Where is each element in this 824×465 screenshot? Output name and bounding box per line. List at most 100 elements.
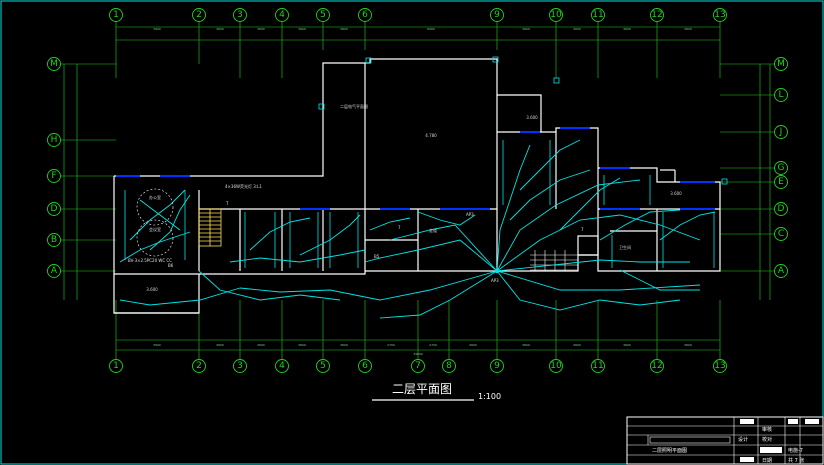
grid-right-M-circle (774, 57, 788, 71)
grid-bottom-4-label: 4 (279, 361, 285, 371)
grid-left-A-circle (47, 264, 61, 278)
grid-bottom-12-label: 12 (651, 361, 662, 371)
title-block (626, 416, 824, 465)
drawing-title: 二层平面图 (392, 382, 452, 396)
grid-bottom-6-circle (358, 359, 372, 373)
svg-text:3600: 3600 (573, 27, 581, 31)
svg-text:3900: 3900 (153, 343, 161, 347)
svg-text:3900: 3900 (153, 27, 161, 31)
grid-bottom-2-label: 2 (196, 361, 202, 371)
grid-bottom-8-label: 8 (446, 361, 452, 371)
label-stair-note: T (225, 201, 229, 206)
grid-left-A-label: A (51, 266, 58, 276)
grid-right-D-circle (774, 202, 788, 216)
grid-right-C-label: C (778, 229, 784, 239)
grid-top-12-circle (650, 8, 664, 22)
svg-text:34800: 34800 (413, 352, 423, 356)
grid-left-B-circle (47, 233, 61, 247)
grid-right-J-circle (774, 125, 788, 139)
svg-text:2700: 2700 (429, 343, 437, 347)
svg-text:3600: 3600 (623, 343, 631, 347)
zone-circles (136, 188, 174, 257)
grid-bottom-10-circle (549, 359, 563, 373)
grid-bottom-6-label: 6 (362, 361, 368, 371)
svg-text:6900: 6900 (427, 27, 435, 31)
drawing-scale: 1:100 (478, 392, 501, 401)
grid-right-A-label: A (778, 266, 785, 276)
grid-top-13-label: 13 (714, 10, 725, 20)
grid-top-9-circle (490, 8, 504, 22)
grid-bottom-11-label: 11 (592, 361, 603, 371)
grid-top-4-circle (275, 8, 289, 22)
grid-right-L-circle (774, 88, 788, 102)
grid-top-5-circle (316, 8, 330, 22)
grid-bottom-2-circle (192, 359, 206, 373)
grid-right-G-label: G (778, 163, 785, 173)
grid-top-6-label: 6 (362, 10, 368, 20)
tb-drawing-name: 二层照明平面图 (652, 448, 687, 454)
svg-text:3600: 3600 (469, 343, 477, 347)
svg-text:3600: 3600 (573, 343, 581, 347)
grid-bottom-4-circle (275, 359, 289, 373)
label-tl-room2: 会议室 (149, 226, 161, 232)
tb-sheet: 共 7 张 (788, 457, 804, 464)
grid-bottom-3-label: 3 (237, 361, 243, 371)
grid-top-2-label: 2 (196, 10, 202, 20)
grid-top-9-label: 9 (494, 10, 500, 20)
grid-bottom-13-circle (713, 359, 727, 373)
label-b6: B6 (168, 263, 174, 268)
label-ap-bottom: AP3 (491, 278, 499, 283)
grid-bottom-7-label: 7 (415, 361, 421, 371)
grid-right-A-circle (774, 264, 788, 278)
grid-row-ticks (60, 63, 775, 272)
svg-text:3600: 3600 (216, 343, 224, 347)
grid-left-D-circle (47, 202, 61, 216)
grid-left-H-circle (47, 133, 61, 147)
grid-bottom-11-circle (591, 359, 605, 373)
grid-top-6-circle (358, 8, 372, 22)
grid-top-1-label: 1 (113, 10, 119, 20)
grid-right-G-circle (774, 161, 788, 175)
grid-top-10-circle (549, 8, 563, 22)
grid-top-11-label: 11 (592, 10, 603, 20)
stair-right (530, 250, 578, 271)
label-bottom-note: BV-3×2.5PC20 WC CC (128, 258, 172, 263)
label-room-upper: 二层电气平面图 (340, 103, 368, 109)
svg-text:3600: 3600 (623, 27, 631, 31)
label-ap3: AP3 (466, 212, 474, 217)
label-right-7: 7 (581, 227, 584, 232)
label-top-room: 3.600 (526, 115, 538, 120)
svg-text:3600: 3600 (522, 343, 530, 347)
svg-text:3600: 3600 (684, 27, 692, 31)
grid-bottom-1-circle (109, 359, 123, 373)
grid-right-D-label: D (778, 204, 785, 214)
label-corridor: 走道 (429, 227, 437, 233)
grid-bottom-9-circle (490, 359, 504, 373)
grid-top-12-label: 12 (651, 10, 662, 20)
label-b5: B5 (374, 254, 380, 259)
grid-top-11-circle (591, 8, 605, 22)
grid-bottom-5-label: 5 (320, 361, 326, 371)
grid-bottom-1-label: 1 (113, 361, 119, 371)
grid-bottom-3-circle (233, 359, 247, 373)
grid-right-L-label: L (778, 90, 783, 100)
tb-approve: 审核 (762, 426, 772, 433)
svg-text:3600: 3600 (257, 343, 265, 347)
svg-text:3600: 3600 (340, 27, 348, 31)
window-segments (116, 127, 715, 210)
grid-top-10-label: 10 (550, 10, 562, 20)
column-markers (318, 56, 728, 185)
grid-bottom-12-circle (650, 359, 664, 373)
grid-top-5-label: 5 (320, 10, 326, 20)
svg-text:3600: 3600 (684, 343, 692, 347)
grid-left-M-circle (47, 57, 61, 71)
grid-top-13-circle (713, 8, 727, 22)
label-wash: 卫生间 (619, 244, 631, 250)
svg-text:3600: 3600 (216, 27, 224, 31)
grid-right-C-circle (774, 227, 788, 241)
svg-text:3600: 3600 (298, 27, 306, 31)
grid-bottom-8-circle (442, 359, 456, 373)
